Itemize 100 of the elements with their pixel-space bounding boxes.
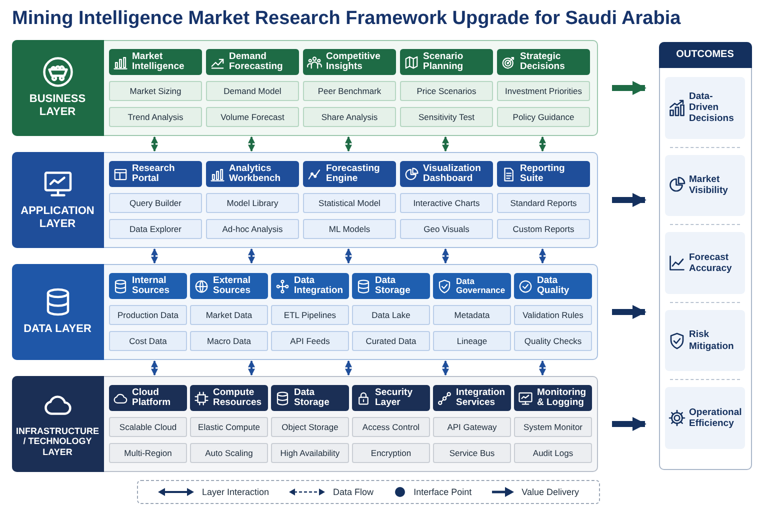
feature-tile: Service Bus (433, 443, 511, 463)
double-arrow (248, 248, 255, 264)
feature-tile: Audit Logs (514, 443, 592, 463)
outcome-card (665, 232, 745, 294)
outcome-label: Market Visibility (689, 174, 729, 197)
module-header (352, 385, 430, 411)
double-arrow (539, 360, 546, 376)
double-arrow (442, 360, 449, 376)
module-header (206, 49, 299, 75)
module-header (433, 273, 511, 299)
module-title: Competitive Insights (326, 52, 382, 72)
module-title: Research Portal (132, 164, 176, 184)
feature-tile: Custom Reports (497, 219, 590, 239)
module-title: Reporting Suite (520, 164, 566, 184)
feature-tile: Price Scenarios (400, 81, 493, 101)
feature-tile: Validation Rules (514, 305, 592, 325)
feature-tile: API Feeds (271, 331, 349, 351)
feature-tile: API Gateway (433, 417, 511, 437)
feature-tile: Lineage (433, 331, 511, 351)
double-arrow (442, 248, 449, 264)
outcomes-panel (659, 42, 752, 470)
module-header (190, 385, 268, 411)
module-header (497, 161, 590, 187)
feature-tile: Investment Priorities (497, 81, 590, 101)
module-title: Data Governance (456, 276, 506, 296)
module-title: Visualization Dashboard (423, 164, 482, 184)
layer-panel (12, 376, 598, 472)
module-title: Data Quality (537, 276, 570, 296)
double-arrow (442, 136, 449, 152)
feature-tile: Multi-Region (109, 443, 187, 463)
outcome-label: Forecast Accuracy (689, 252, 733, 274)
feature-tile: Object Storage (271, 417, 349, 437)
module-title: Demand Forecasting (229, 52, 284, 72)
feature-tile: ETL Pipelines (271, 305, 349, 325)
feature-tile: Trend Analysis (109, 107, 202, 127)
double-arrow (539, 136, 546, 152)
feature-tile: Encryption (352, 443, 430, 463)
layer-title: APPLICATION LAYER (20, 204, 96, 230)
panel-title: OUTCOMES (676, 49, 734, 60)
module-header (109, 49, 202, 75)
module-title: Strategic Decisions (520, 52, 566, 72)
feature-tile: Peer Benchmark (303, 81, 396, 101)
feature-tile: Data Lake (352, 305, 430, 325)
outcome-card (665, 387, 745, 449)
feature-tile: Access Control (352, 417, 430, 437)
feature-tile: Auto Scaling (190, 443, 268, 463)
outcome-card (665, 154, 745, 216)
module-title: Market Intelligence (132, 52, 186, 72)
feature-tile: Curated Data (352, 331, 430, 351)
module-title: Data Integration (294, 276, 344, 296)
value-arrow (612, 193, 646, 207)
feature-tile: Policy Guidance (497, 107, 590, 127)
layer-panel (12, 40, 598, 136)
module-title: Integration Services (456, 388, 506, 408)
module-title: Forecasting Engine (326, 164, 381, 184)
feature-tile: Interactive Charts (400, 193, 493, 213)
outcome-card (665, 77, 745, 139)
layer-title: INFRASTRUCTURE / TECHNOLOGY LAYER (16, 426, 100, 458)
module-title: Cloud Platform (132, 388, 172, 408)
title: Mining Intelligence Market Research Framework Upgrade for Saudi Arabia (12, 8, 681, 30)
legend-label: Interface Point (414, 487, 472, 497)
layer-title: DATA LAYER (22, 323, 92, 336)
feature-tile: High Availability (271, 443, 349, 463)
double-arrow (248, 136, 255, 152)
module-header (109, 385, 187, 411)
module-title: Internal Sources (132, 276, 170, 296)
double-arrow (345, 248, 352, 264)
value-arrow (612, 81, 646, 95)
module-header (433, 385, 511, 411)
double-arrow (248, 360, 255, 376)
feature-tile: Market Sizing (109, 81, 202, 101)
legend-label: Layer Interaction (202, 487, 270, 497)
module-title: Monitoring & Logging (537, 388, 588, 408)
module-header (514, 385, 592, 411)
module-header (497, 49, 590, 75)
module-header (271, 273, 349, 299)
double-arrow (151, 248, 158, 264)
module-title: Compute Resources (213, 388, 263, 408)
feature-tile: System Monitor (514, 417, 592, 437)
layer-title: BUSINESS LAYER (28, 92, 87, 118)
feature-tile: Share Analysis (303, 107, 396, 127)
double-arrow (151, 136, 158, 152)
feature-tile: Standard Reports (497, 193, 590, 213)
outcome-label: Operational Efficiency (689, 406, 742, 430)
module-header (303, 161, 396, 187)
module-title: Data Storage (294, 388, 330, 408)
legend-label: Data Flow (333, 487, 374, 497)
double-arrow (151, 360, 158, 376)
module-header (514, 273, 592, 299)
feature-tile: Cost Data (109, 331, 187, 351)
module-header (190, 273, 268, 299)
module-title: Scenario Planning (423, 52, 464, 72)
feature-tile: Scalable Cloud (109, 417, 187, 437)
module-title: Data Storage (375, 276, 412, 296)
legend-label: Value Delivery (522, 487, 579, 497)
module-header (303, 49, 396, 75)
feature-tile: Query Builder (109, 193, 202, 213)
feature-tile: Demand Model (206, 81, 299, 101)
layer-panel (12, 264, 598, 360)
module-header (400, 49, 493, 75)
